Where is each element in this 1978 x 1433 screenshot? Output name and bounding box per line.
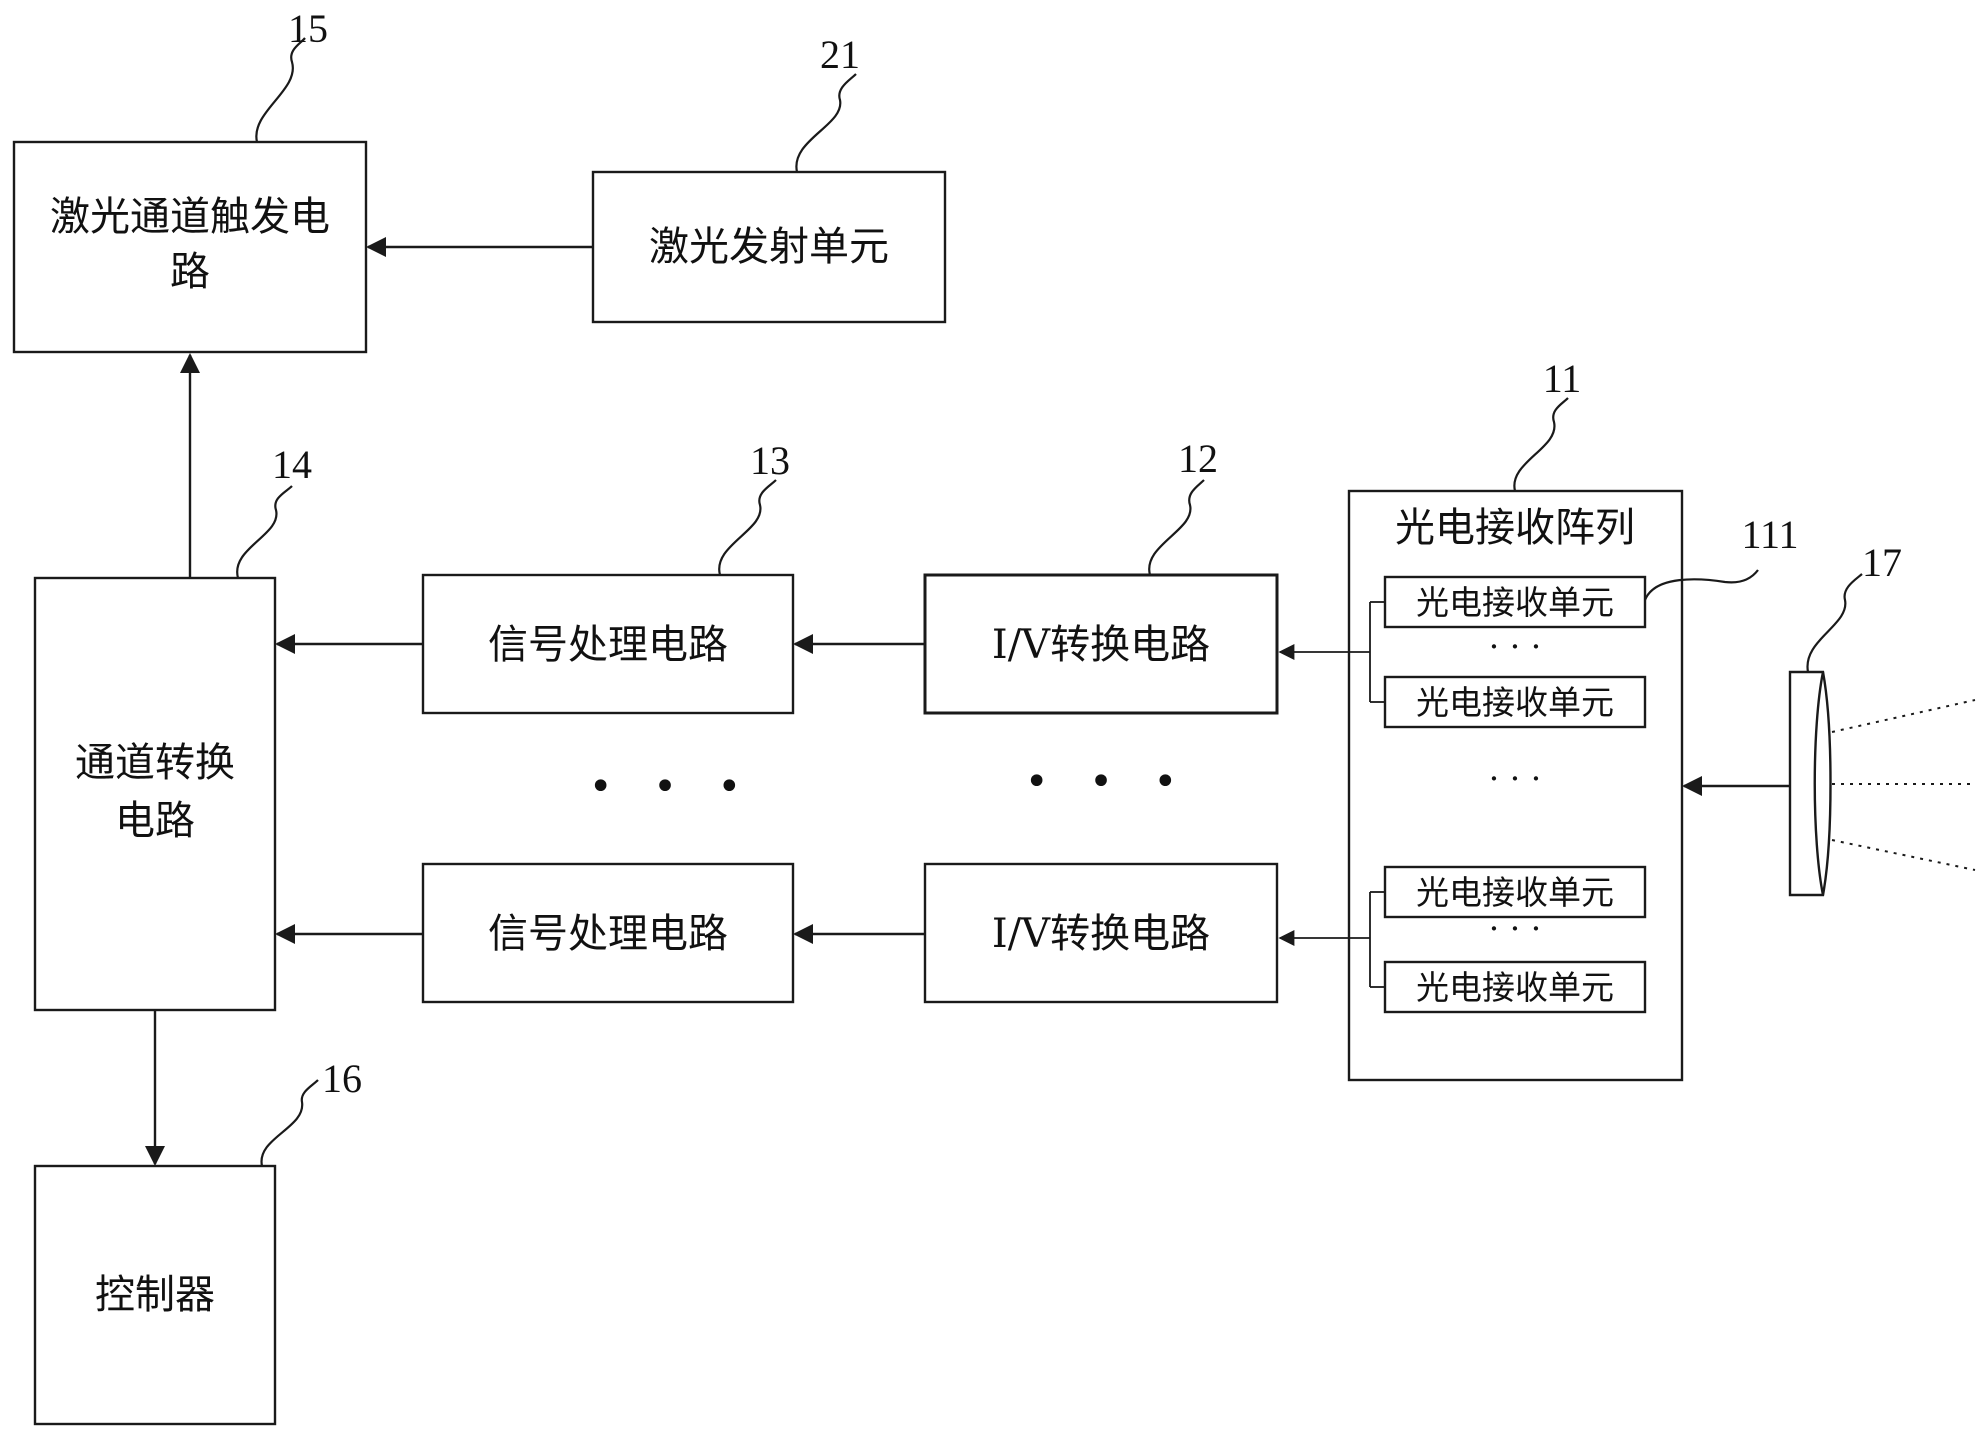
ref-13: 13 bbox=[750, 438, 790, 483]
photo-unit-2-label: 光电接收单元 bbox=[1416, 683, 1614, 722]
signal-proc-block-top: 信号处理电路 bbox=[421, 573, 795, 715]
ref-14: 14 bbox=[272, 442, 312, 487]
leader-16 bbox=[260, 1079, 319, 1167]
photo-array-title: 光电接收阵列 bbox=[1395, 505, 1635, 551]
photo-unit-1-label: 光电接收单元 bbox=[1416, 583, 1614, 622]
photo-unit-4-label: 光电接收单元 bbox=[1416, 968, 1614, 1007]
channel-switch-label-line2: 电路 bbox=[115, 798, 195, 844]
iv-convert-block-bottom: I/V转换电路 bbox=[923, 862, 1279, 1004]
controller-block: 控制器 bbox=[33, 1164, 277, 1426]
light-ray-top bbox=[1831, 699, 1976, 733]
channel-switch-block: 通道转换 电路 bbox=[33, 576, 277, 1012]
signal-proc-label-top: 信号处理电路 bbox=[488, 622, 728, 668]
photo-unit-3: 光电接收单元 bbox=[1383, 865, 1647, 919]
leader-11 bbox=[1513, 397, 1569, 492]
laser-emit-label: 激光发射单元 bbox=[649, 224, 889, 270]
iv-convert-label-top: I/V转换电路 bbox=[992, 622, 1210, 668]
iv-convert-block-top: I/V转换电路 bbox=[923, 573, 1279, 715]
lens bbox=[1788, 670, 1832, 897]
leader-14 bbox=[236, 485, 293, 579]
leader-12 bbox=[1148, 479, 1205, 576]
bracket-bottom bbox=[1369, 891, 1385, 988]
laser-trigger-block: 激光通道触发电 路 bbox=[12, 140, 368, 354]
laser-trigger-label-line2: 路 bbox=[170, 249, 210, 295]
laser-emit-block: 激光发射单元 bbox=[591, 170, 947, 324]
ref-12: 12 bbox=[1178, 436, 1218, 481]
channel-switch-label-line1: 通道转换 bbox=[75, 740, 235, 786]
signal-proc-block-bottom: 信号处理电路 bbox=[421, 862, 795, 1004]
photo-unit-3-label: 光电接收单元 bbox=[1416, 873, 1614, 912]
ref-15: 15 bbox=[288, 6, 328, 51]
controller-label: 控制器 bbox=[95, 1272, 215, 1318]
photo-unit-4: 光电接收单元 bbox=[1383, 960, 1647, 1014]
ellipsis-photo-middle: · · · bbox=[1489, 759, 1541, 798]
ellipsis-photo-bottom: · · · bbox=[1489, 909, 1541, 948]
leader-111 bbox=[1643, 569, 1759, 601]
laser-trigger-label-line1: 激光通道触发电 bbox=[50, 194, 330, 240]
ref-17: 17 bbox=[1862, 540, 1902, 585]
ellipsis-signal-proc: • • • bbox=[589, 764, 755, 810]
leader-17 bbox=[1806, 573, 1863, 673]
ref-21: 21 bbox=[820, 32, 860, 77]
ref-111: 111 bbox=[1741, 512, 1798, 557]
ellipsis-photo-top: · · · bbox=[1489, 627, 1541, 666]
iv-convert-label-bottom: I/V转换电路 bbox=[992, 911, 1210, 957]
leader-15 bbox=[255, 37, 306, 143]
ref-16: 16 bbox=[322, 1056, 362, 1101]
ref-11: 11 bbox=[1543, 356, 1582, 401]
leader-21 bbox=[795, 73, 857, 173]
photo-unit-2: 光电接收单元 bbox=[1383, 675, 1647, 729]
leader-13 bbox=[718, 479, 777, 576]
light-ray-bottom bbox=[1831, 839, 1976, 871]
signal-proc-label-bottom: 信号处理电路 bbox=[488, 911, 728, 957]
photo-unit-1: 光电接收单元 bbox=[1383, 575, 1647, 629]
ellipsis-iv-convert: • • • bbox=[1025, 759, 1191, 805]
